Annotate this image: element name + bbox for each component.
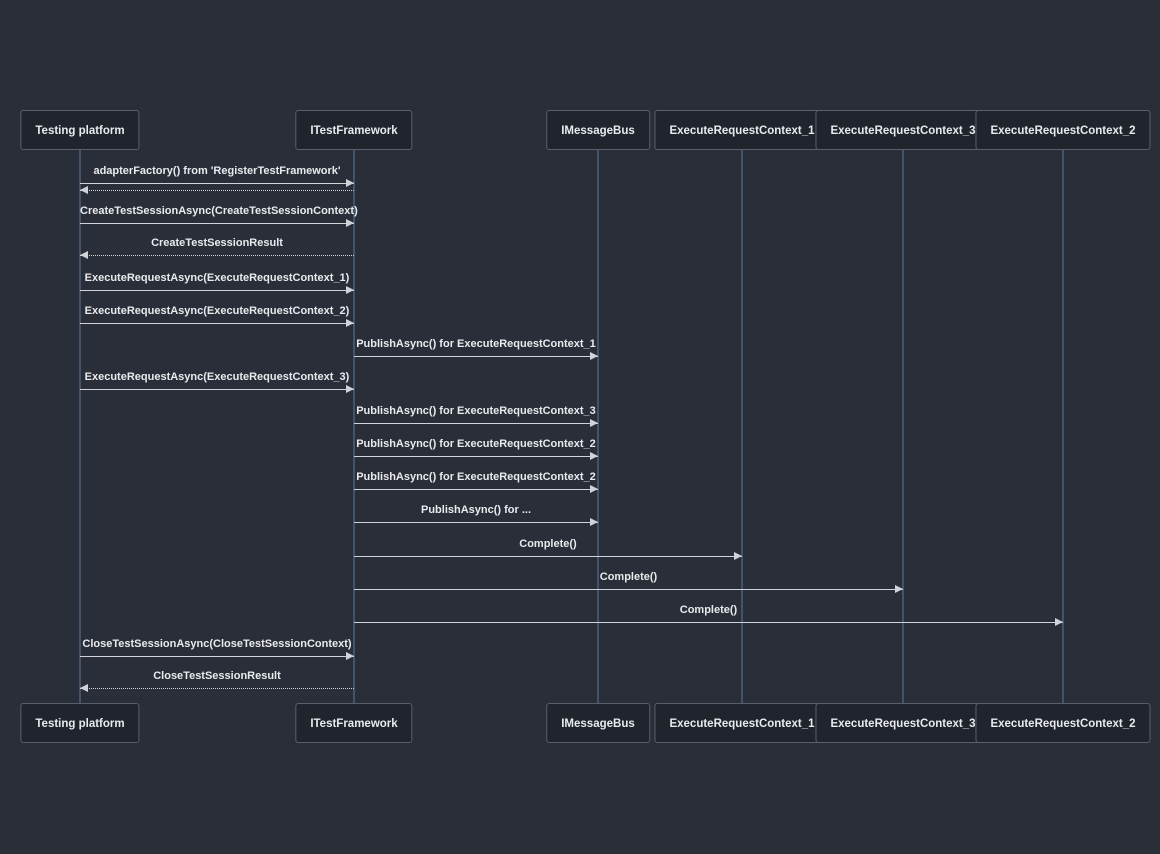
message-label: Complete() (599, 571, 658, 583)
message-line (80, 223, 354, 224)
actor-box: ITestFramework (295, 703, 413, 743)
arrowhead-icon (590, 485, 598, 493)
message-line (80, 688, 354, 689)
message-line (80, 290, 354, 291)
message-label: PublishAsync() for ExecuteRequestContext… (356, 438, 596, 450)
message-line (354, 556, 742, 557)
lifeline (741, 150, 743, 703)
message-label: Complete() (679, 604, 738, 616)
actor-box: ITestFramework (295, 110, 413, 150)
arrowhead-icon (590, 352, 598, 360)
message-label: PublishAsync() for ... (420, 504, 531, 516)
actor-box: Testing platform (20, 703, 140, 743)
message-label: adapterFactory() from 'RegisterTestFrame… (93, 165, 341, 177)
message-line (80, 190, 354, 191)
message-label: PublishAsync() for ExecuteRequestContext… (356, 338, 596, 350)
arrowhead-icon (346, 652, 354, 660)
message-label: ExecuteRequestAsync(ExecuteRequestContex… (84, 272, 350, 284)
actor-box: ExecuteRequestContext_1 (654, 703, 830, 743)
message-line (354, 622, 1063, 623)
message-line (80, 656, 354, 657)
arrowhead-icon (346, 319, 354, 327)
message-label: PublishAsync() for ExecuteRequestContext… (356, 405, 596, 417)
lifeline (1062, 150, 1064, 703)
arrowhead-icon (895, 585, 903, 593)
arrowhead-icon (590, 419, 598, 427)
arrowhead-icon (1055, 618, 1063, 626)
arrowhead-icon (346, 286, 354, 294)
message-line (80, 255, 354, 256)
lifeline (597, 150, 599, 703)
arrowhead-icon (80, 186, 88, 194)
actor-box: ExecuteRequestContext_2 (975, 703, 1151, 743)
actor-box: ExecuteRequestContext_3 (815, 703, 991, 743)
message-label: ExecuteRequestAsync(ExecuteRequestContex… (84, 371, 350, 383)
message-line (354, 423, 598, 424)
message-label: CreateTestSessionAsync(CreateTestSession… (80, 205, 358, 217)
actor-box: ExecuteRequestContext_2 (975, 110, 1151, 150)
message-line (80, 183, 354, 184)
message-line (354, 522, 598, 523)
message-label: CloseTestSessionAsync(CloseTestSessionCo… (82, 638, 352, 650)
arrowhead-icon (734, 552, 742, 560)
message-line (354, 489, 598, 490)
arrowhead-icon (80, 251, 88, 259)
lifeline (79, 150, 81, 703)
message-line (80, 389, 354, 390)
lifeline (353, 150, 355, 703)
actor-box: IMessageBus (546, 110, 650, 150)
actor-box: Testing platform (20, 110, 140, 150)
actor-box: ExecuteRequestContext_1 (654, 110, 830, 150)
arrowhead-icon (80, 684, 88, 692)
message-line (354, 589, 903, 590)
message-label: ExecuteRequestAsync(ExecuteRequestContex… (84, 305, 350, 317)
message-line (354, 356, 598, 357)
message-label: CreateTestSessionResult (151, 237, 283, 249)
message-label: PublishAsync() for ExecuteRequestContext… (356, 471, 596, 483)
lifeline (902, 150, 904, 703)
arrowhead-icon (590, 452, 598, 460)
arrowhead-icon (346, 179, 354, 187)
actor-box: ExecuteRequestContext_3 (815, 110, 991, 150)
message-label: CloseTestSessionResult (153, 670, 281, 682)
arrowhead-icon (590, 518, 598, 526)
arrowhead-icon (346, 385, 354, 393)
message-line (80, 323, 354, 324)
message-label: Complete() (519, 538, 577, 550)
message-line (354, 456, 598, 457)
actor-box: IMessageBus (546, 703, 650, 743)
arrowhead-icon (346, 219, 354, 227)
